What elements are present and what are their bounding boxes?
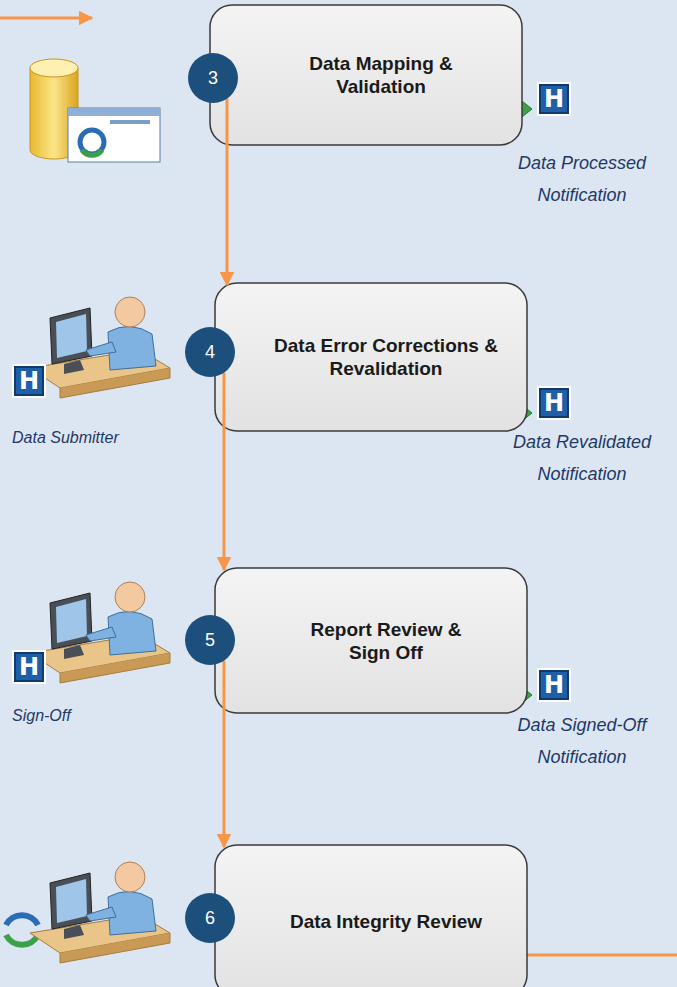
step-title: Data Error Corrections & Revalidation (266, 334, 506, 380)
hospital-icon: H (539, 84, 569, 114)
process-box: Data Integrity Review (215, 845, 527, 987)
step-number: 4 (205, 342, 215, 362)
process-box: Data Error Corrections & Revalidation (215, 283, 527, 431)
process-box-outline (215, 283, 527, 431)
process-box: Data Mapping & Validation (210, 5, 522, 145)
role-label: Sign-Off (12, 706, 71, 726)
step-number-circle: 5 (185, 615, 235, 665)
flow-arrow (223, 661, 226, 847)
step-title: Report Review & Sign Off (306, 618, 466, 664)
person-at-desk-icon (30, 862, 170, 963)
hospital-icon: H (14, 652, 44, 682)
hospital-icon: H (14, 366, 44, 396)
step-number: 3 (208, 68, 218, 88)
step-number: 6 (205, 908, 215, 928)
logo-icon (6, 915, 38, 945)
hospital-icon: H (539, 670, 569, 700)
notification-label: Data Processed Notification (492, 147, 672, 211)
incoming-arrow (0, 17, 92, 20)
flow-arrow (226, 99, 229, 285)
notification-label: Data Revalidated Notification (492, 426, 672, 490)
application-window-icon (68, 108, 160, 162)
process-box-outline (210, 5, 522, 145)
step-number-circle: 4 (185, 327, 235, 377)
hospital-icon: H (539, 388, 569, 418)
step-title: Data Integrity Review (290, 910, 482, 933)
flow-arrow (223, 373, 226, 570)
step-number-circle: 6 (185, 893, 235, 943)
process-box-outline (215, 845, 527, 987)
step-number-circle: 3 (188, 53, 238, 103)
step-title: Data Mapping & Validation (301, 52, 461, 98)
process-box: Report Review & Sign Off (215, 568, 527, 713)
notification-label: Data Signed-Off Notification (492, 709, 672, 773)
person-at-desk-icon (30, 297, 170, 398)
step-number: 5 (205, 630, 215, 650)
process-box-outline (215, 568, 527, 713)
person-at-desk-icon (30, 582, 170, 683)
role-label: Data Submitter (12, 428, 119, 448)
